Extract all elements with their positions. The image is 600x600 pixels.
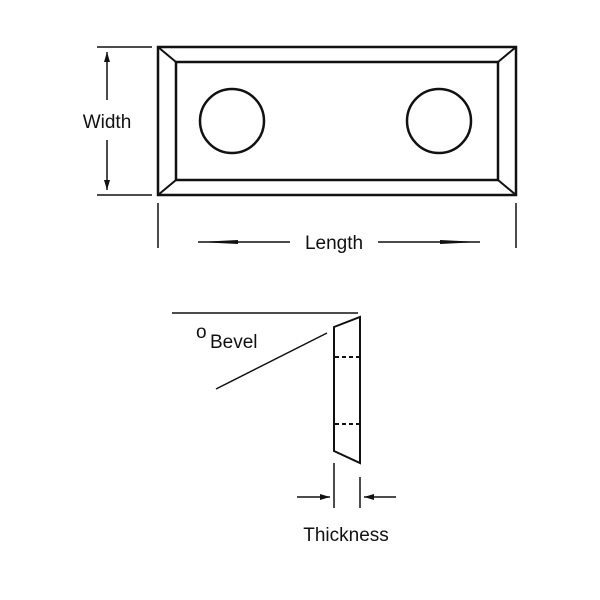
bevel-corner-line [157, 46, 177, 63]
insert-side-view: o Bevel [172, 312, 361, 465]
width-label: Width [83, 112, 132, 133]
bevel-label: Bevel [210, 332, 258, 353]
thickness-label: Thickness [303, 525, 389, 546]
degree-symbol: o [196, 322, 207, 343]
width-dimension: Width [83, 46, 152, 196]
insert-cross-section [333, 315, 361, 465]
insert-top-view [156, 45, 518, 197]
length-label: Length [305, 233, 363, 254]
mounting-hole-left [198, 87, 266, 155]
insert-outer-outline [156, 45, 518, 197]
bevel-angle-line [215, 332, 328, 390]
bevel-corner-line [497, 179, 517, 196]
mounting-hole-right [405, 87, 473, 155]
insert-inner-bevel-outline [174, 60, 500, 182]
length-dimension: Length [157, 203, 517, 254]
thickness-dimension: Thickness [297, 463, 396, 546]
bevel-corner-line [497, 46, 517, 63]
bevel-corner-line [157, 179, 177, 196]
